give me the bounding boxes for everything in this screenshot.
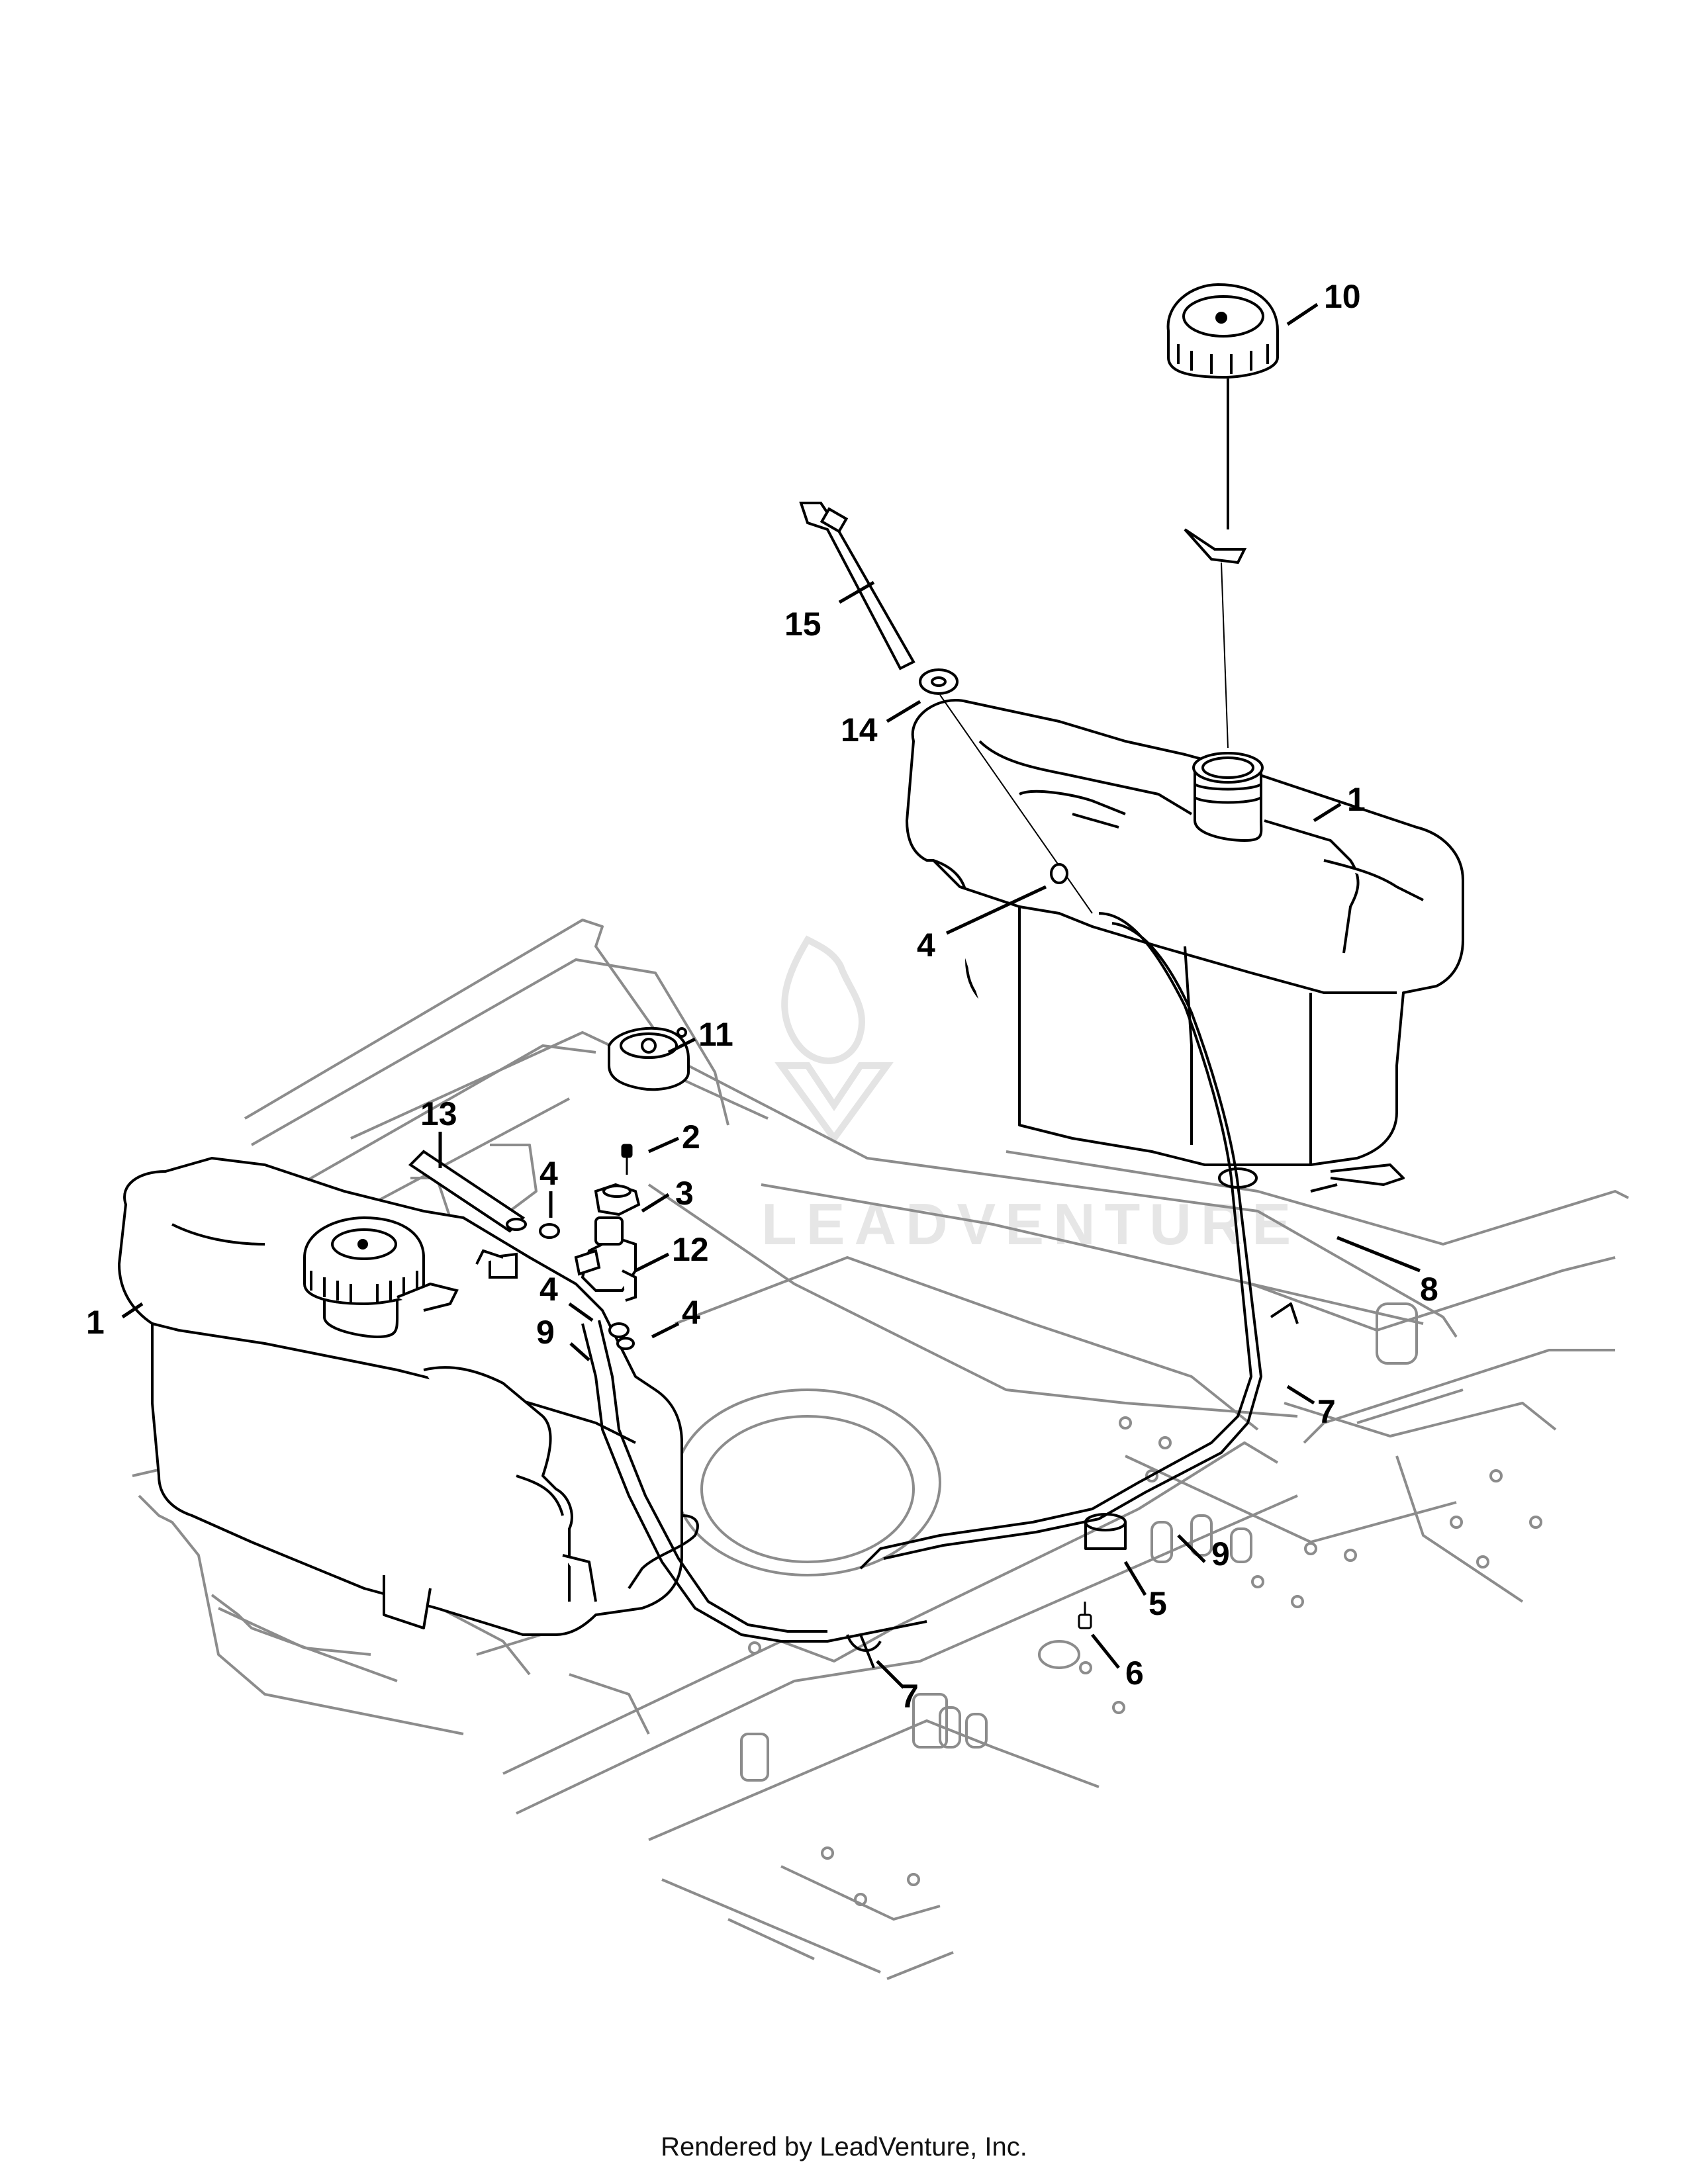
leader-lines: [121, 302, 1421, 1689]
part-label-4-right: 4: [917, 927, 935, 964]
part-label-7-right: 7: [1317, 1393, 1336, 1430]
part-label-4-upper: 4: [539, 1155, 558, 1192]
part-label-8: 8: [1420, 1271, 1438, 1308]
part-label-14: 14: [841, 711, 878, 749]
part-label-7-left: 7: [900, 1678, 919, 1715]
fuel-filter-3: [594, 1183, 641, 1216]
leadventure-watermark-logo: [774, 935, 894, 1144]
part-label-9-right: 9: [1211, 1535, 1230, 1572]
watermark-text: LEADVENTURE: [761, 1191, 1300, 1257]
part-label-4-lower-left: 4: [539, 1271, 558, 1308]
right-fuel-tank: [906, 699, 1464, 1166]
part-label-11: 11: [698, 1016, 733, 1053]
part-label-15: 15: [784, 606, 821, 643]
fuel-lines: [581, 912, 1405, 1668]
part-label-1-left: 1: [86, 1304, 105, 1341]
fuel-shutoff-valve-12: [574, 1216, 637, 1302]
render-credit: Rendered by LeadVenture, Inc.: [661, 2132, 1027, 2161]
part-label-2: 2: [682, 1118, 700, 1156]
part-label-6: 6: [1125, 1655, 1144, 1692]
bolt-6: [1078, 1602, 1092, 1629]
screw-2: [621, 1144, 633, 1175]
left-tank-filler-cap: [303, 1216, 459, 1339]
part-label-1-right: 1: [1347, 781, 1366, 818]
hose-clamps-4: [475, 863, 1068, 1350]
part-label-12: 12: [672, 1231, 709, 1268]
part-label-4-lower-right: 4: [682, 1294, 700, 1331]
part-label-9-left: 9: [536, 1314, 555, 1351]
part-label-13: 13: [420, 1095, 457, 1132]
fuel-cap-with-gauge: [1166, 283, 1279, 749]
left-fuel-tank: [118, 1157, 683, 1636]
fuel-line-13: [408, 1150, 527, 1233]
part-label-10: 10: [1324, 278, 1361, 315]
part-label-3: 3: [675, 1175, 694, 1212]
fuel-cap-11: [608, 1026, 690, 1091]
part-label-5: 5: [1149, 1585, 1167, 1622]
